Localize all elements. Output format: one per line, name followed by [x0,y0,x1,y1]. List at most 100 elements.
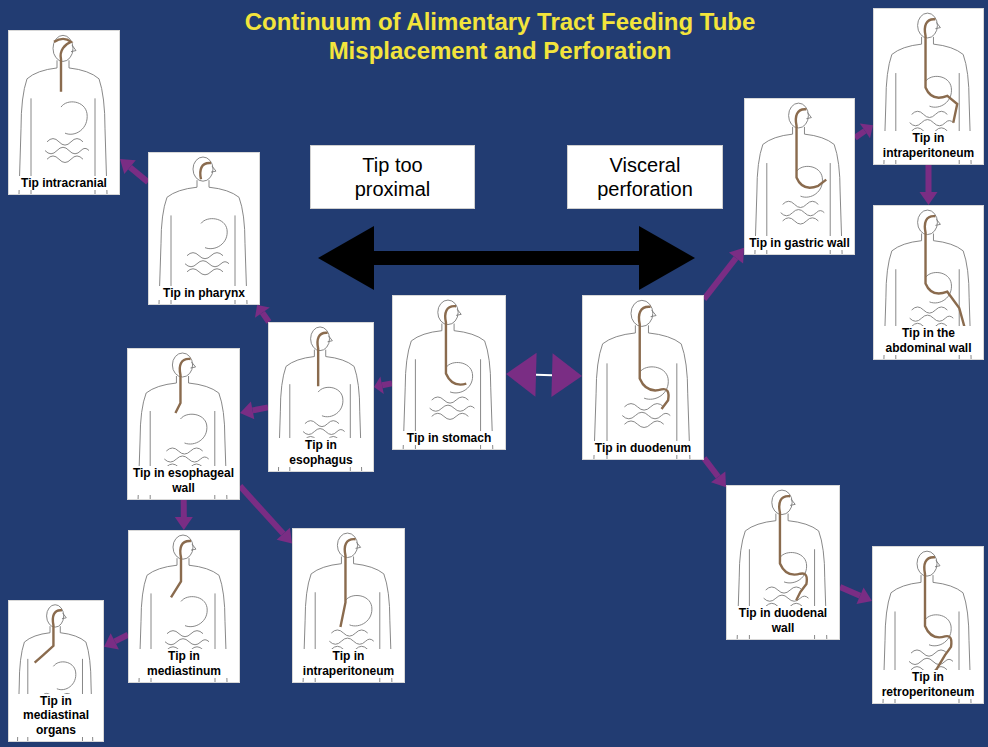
neck-outline [197,180,209,187]
progression-arrow [240,402,268,420]
panel-label: Tip in pharynx [152,286,256,300]
nose-outline [806,112,811,118]
arrow-head [255,305,270,318]
feeding-tube [200,163,211,179]
intestine-outline [430,397,475,419]
nose-outline [191,362,196,368]
panel-label: Tip intracranial [12,176,116,190]
feeding-tube [340,539,355,627]
illustration-panel: Tip in gastric wall [744,98,855,255]
illustration-panel: Tip in the abdominal wall [873,205,984,360]
arrow-shaft [704,258,736,299]
arrow-head [240,402,254,420]
panel-label: Tip in intraperitoneum [296,649,401,678]
box-label: Tip too proximal [338,153,448,201]
arrow-head [175,517,193,530]
feeding-tube [171,541,191,597]
nose-outline [71,45,76,52]
arrow-head [711,471,726,487]
illustration-panel: Tip in esophagus [268,322,374,472]
stomach-outline [780,553,807,583]
neck-outline [314,350,325,357]
intestine-outline [45,139,89,163]
nose-outline [651,310,656,317]
feeding-tube [796,109,826,187]
arrow-shaft [253,407,268,410]
body-illustration [9,31,119,194]
arrow-shaft [240,486,283,534]
head-outline [173,535,193,559]
neck-outline [341,557,353,564]
continuum-shaft [365,251,648,265]
neck-outline [176,376,188,383]
head-outline [337,533,357,557]
stomach-outline [53,662,75,690]
stomach-outline [926,273,952,303]
progression-arrow [855,124,873,139]
body-illustration [149,153,259,304]
illustration-panel: Tip in mediastinum [128,530,240,683]
feeding-tube [639,307,669,409]
progression-arrow [704,458,726,487]
stomach-outline [201,219,227,249]
illustration-panel: Tip in esophageal wall [127,348,240,500]
progression-arrow [506,353,582,397]
illustration-panel: Tip in pharynx [148,152,260,305]
illustration-panel: Tip in intraperitoneum [873,8,984,165]
head-outline [438,300,458,324]
stomach-outline [797,166,823,197]
arrow-shaft [130,167,148,182]
feeding-tube [54,39,71,92]
stomach-outline [926,76,952,107]
neck-outline [776,514,788,521]
stomach-outline [925,615,951,646]
nose-outline [456,309,461,315]
nose-outline [191,544,196,550]
neck-outline [922,234,934,241]
body-illustration [745,99,854,254]
arrow-shaft [926,165,932,192]
body-illustration [393,296,505,449]
illustration-panel: Tip intracranial [8,30,120,195]
head-outline [193,157,213,181]
illustration-panel: Tip in retroperitoneum [872,546,984,704]
nose-outline [356,542,361,548]
stomach-outline [180,414,206,444]
intestine-outline [185,253,229,275]
head-outline [789,103,809,128]
head-outline [917,551,937,576]
nose-outline [790,499,795,505]
arrow-shaft [262,313,269,322]
panel-label: Tip in the abdominal wall [877,326,980,355]
arrow-head [857,588,873,605]
panel-label: Tip in retroperitoneum [876,670,980,699]
panel-label: Tip in mediastinal organs [12,694,100,737]
feeding-tube [779,496,807,600]
illustration-panel: Tip in intraperitoneum [292,528,405,683]
neck-outline [793,127,805,134]
stomach-outline [345,596,371,626]
neck-outline [177,558,189,565]
neck-outline [635,325,648,333]
body-illustration [583,296,703,459]
progression-arrow [240,486,292,543]
arrow-head [277,528,292,544]
arrow-head [551,353,582,397]
nose-outline [935,219,940,225]
box-label: Visceral perforation [590,153,700,201]
progression-arrow [920,165,938,205]
intestine-outline [781,201,825,224]
arrow-shaft [840,587,860,596]
arrow-head [860,124,873,139]
arrow-head [920,192,938,205]
nose-outline [935,561,940,567]
feeding-tube [925,216,967,336]
progression-arrow [120,159,148,182]
illustration-panel: Tip in mediastinal organs [8,600,104,742]
feeding-tube [35,610,62,662]
arrow-shaft [382,383,392,385]
arrow-head [374,377,384,395]
progression-arrow [175,500,193,530]
stomach-outline [640,367,669,399]
